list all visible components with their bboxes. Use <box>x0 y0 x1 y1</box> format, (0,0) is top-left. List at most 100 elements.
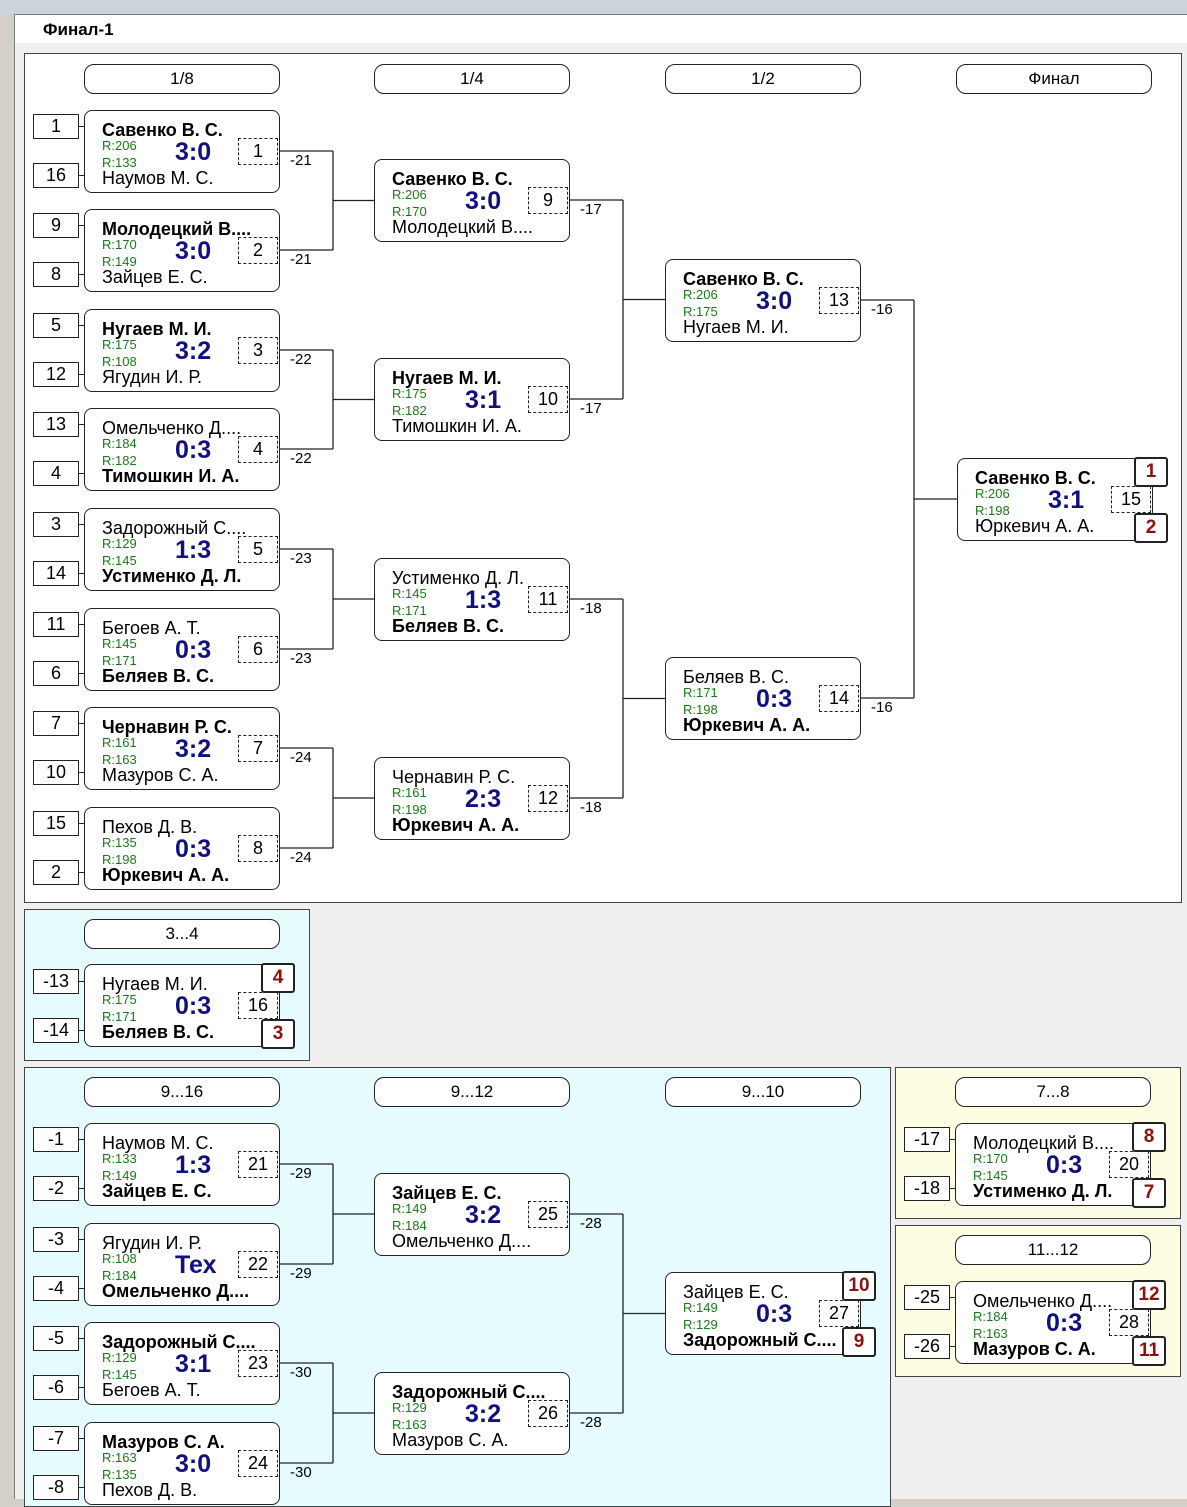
player-top-rating: R:175 <box>392 386 427 401</box>
match-score: 0:3 <box>175 835 212 863</box>
player-top-rating: R:206 <box>392 187 427 202</box>
player-bottom-rating: R:198 <box>102 852 137 867</box>
seed-box: 11 <box>33 612 86 637</box>
seed-box: -1 <box>33 1127 86 1152</box>
player-top-rating: R:170 <box>102 237 137 252</box>
player-top-name: Ягудин И. Р. <box>102 1233 203 1253</box>
match-number: 15 <box>1111 486 1151 513</box>
round-header-p7-8: 7...8 <box>955 1077 1151 1107</box>
match-score: 3:1 <box>465 386 502 414</box>
loser-destination: -22 <box>290 351 312 368</box>
match-number: 2 <box>238 237 278 264</box>
player-bottom-name: Ягудин И. Р. <box>102 367 203 387</box>
match-score: 0:3 <box>1046 1151 1083 1179</box>
match-score: 3:1 <box>1048 486 1085 514</box>
player-top-name: Молодецкий В.... <box>973 1133 1114 1153</box>
seed-box: 5 <box>33 313 86 338</box>
player-bottom-name: Зайцев Е. С. <box>102 1181 212 1201</box>
player-bottom-rating: R:182 <box>392 403 427 418</box>
player-top-name: Савенко В. С. <box>975 468 1096 488</box>
player-bottom-name: Наумов М. С. <box>102 168 214 188</box>
player-top-name: Устименко Д. Л. <box>392 568 524 588</box>
seed-box: 4 <box>33 461 86 486</box>
match-score: 0:3 <box>175 436 212 464</box>
place-badge-winner: 8 <box>1132 1122 1166 1152</box>
match-score: 0:3 <box>756 1300 793 1328</box>
player-top-rating: R:163 <box>102 1450 137 1465</box>
match-score: 3:0 <box>465 187 502 215</box>
match-number: 28 <box>1109 1309 1149 1336</box>
loser-destination: -29 <box>290 1165 312 1182</box>
match-score: 0:3 <box>175 992 212 1020</box>
player-top-rating: R:206 <box>683 287 718 302</box>
player-bottom-rating: R:184 <box>102 1268 137 1283</box>
match-score: 2:3 <box>465 785 502 813</box>
player-bottom-rating: R:184 <box>392 1218 427 1233</box>
round-header-r16: 1/8 <box>84 64 280 94</box>
match-score: 3:2 <box>175 735 212 763</box>
match-score: 3:0 <box>175 237 212 265</box>
seed-box: 9 <box>33 213 86 238</box>
player-top-rating: R:206 <box>975 486 1010 501</box>
player-top-rating: R:135 <box>102 835 137 850</box>
seed-box: -8 <box>33 1475 86 1500</box>
player-bottom-rating: R:108 <box>102 354 137 369</box>
match-score: Тех <box>175 1251 217 1279</box>
player-bottom-rating: R:129 <box>683 1317 718 1332</box>
match-number: 27 <box>819 1300 859 1327</box>
match-score: 0:3 <box>756 685 793 713</box>
player-top-rating: R:129 <box>102 536 137 551</box>
seed-box: -17 <box>904 1127 957 1152</box>
player-top-rating: R:161 <box>392 785 427 800</box>
round-header-sf: 1/2 <box>665 64 861 94</box>
loser-destination: -24 <box>290 749 312 766</box>
player-bottom-name: Юркевич А. А. <box>975 516 1095 536</box>
match-number: 6 <box>238 636 278 663</box>
match-score: 3:0 <box>756 287 793 315</box>
match-number: 16 <box>238 992 278 1019</box>
place-badge-loser: 2 <box>1134 513 1168 543</box>
match-number: 1 <box>238 138 278 165</box>
match-score: 3:0 <box>175 138 212 166</box>
match-score: 3:1 <box>175 1350 212 1378</box>
place-badge-winner: 10 <box>842 1271 876 1301</box>
seed-box: -3 <box>33 1227 86 1252</box>
match-number: 24 <box>238 1450 278 1477</box>
match-number: 3 <box>238 337 278 364</box>
seed-box: 16 <box>33 163 86 188</box>
player-bottom-rating: R:163 <box>973 1326 1008 1341</box>
title-bar: Финал-1 <box>14 14 1187 43</box>
match-number: 7 <box>238 735 278 762</box>
seed-box: -6 <box>33 1375 86 1400</box>
player-bottom-rating: R:171 <box>392 603 427 618</box>
player-bottom-rating: R:145 <box>973 1168 1008 1183</box>
player-bottom-name: Мазуров С. А. <box>102 765 219 785</box>
player-bottom-name: Мазуров С. А. <box>392 1430 509 1450</box>
player-bottom-rating: R:198 <box>392 802 427 817</box>
place-badge-winner: 4 <box>261 963 295 993</box>
player-bottom-rating: R:149 <box>102 254 137 269</box>
player-top-rating: R:161 <box>102 735 137 750</box>
player-bottom-name: Мазуров С. А. <box>973 1339 1096 1359</box>
player-top-rating: R:145 <box>102 636 137 651</box>
player-bottom-rating: R:135 <box>102 1467 137 1482</box>
seed-box: -2 <box>33 1176 86 1201</box>
player-top-rating: R:184 <box>102 436 137 451</box>
round-header-fin: Финал <box>956 64 1152 94</box>
player-top-name: Пехов Д. В. <box>102 817 198 837</box>
seed-box: 12 <box>33 362 86 387</box>
player-bottom-name: Задорожный С.... <box>683 1330 837 1350</box>
loser-destination: -23 <box>290 650 312 667</box>
